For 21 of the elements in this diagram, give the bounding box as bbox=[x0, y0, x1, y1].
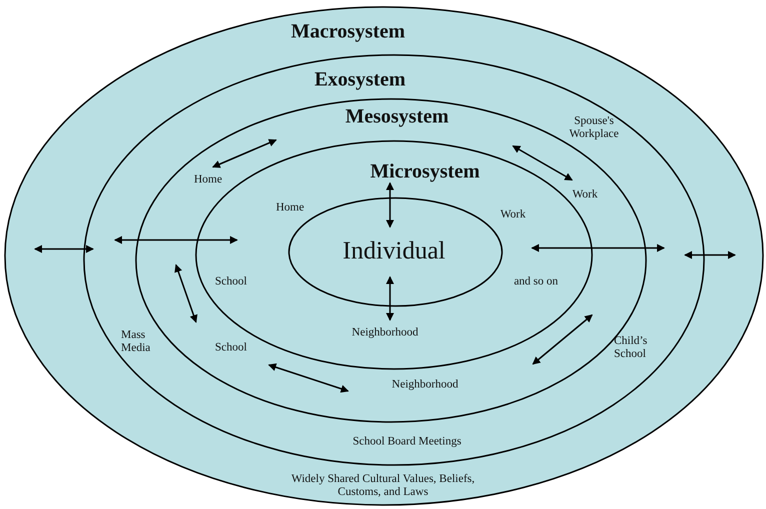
context-label: and so on bbox=[514, 275, 558, 289]
context-label: Work bbox=[572, 188, 598, 202]
context-label: Home bbox=[194, 173, 222, 187]
ring-title: Exosystem bbox=[314, 68, 406, 92]
ring-description: Widely Shared Cultural Values, Beliefs, Customs, and Laws bbox=[290, 472, 476, 500]
context-label: School bbox=[215, 275, 247, 289]
center-label: Individual bbox=[342, 238, 446, 266]
ring-title: Microsystem bbox=[370, 160, 480, 184]
macrosystem-ring bbox=[4, 6, 764, 506]
ring-title: Macrosystem bbox=[290, 20, 406, 44]
context-label: Neighborhood bbox=[392, 378, 458, 392]
context-label: Mass Media bbox=[121, 328, 152, 356]
context-label: School bbox=[215, 341, 247, 355]
ring-title: Mesosystem bbox=[345, 106, 449, 128]
context-label: Spouse's Workplace bbox=[568, 114, 620, 142]
context-label: Neighborhood bbox=[352, 326, 418, 340]
exosystem-ring bbox=[83, 54, 705, 466]
context-label: Work bbox=[500, 208, 526, 222]
context-label: Home bbox=[276, 201, 304, 215]
context-label: Child’s School bbox=[614, 334, 648, 362]
context-label: School Board Meetings bbox=[352, 435, 462, 449]
